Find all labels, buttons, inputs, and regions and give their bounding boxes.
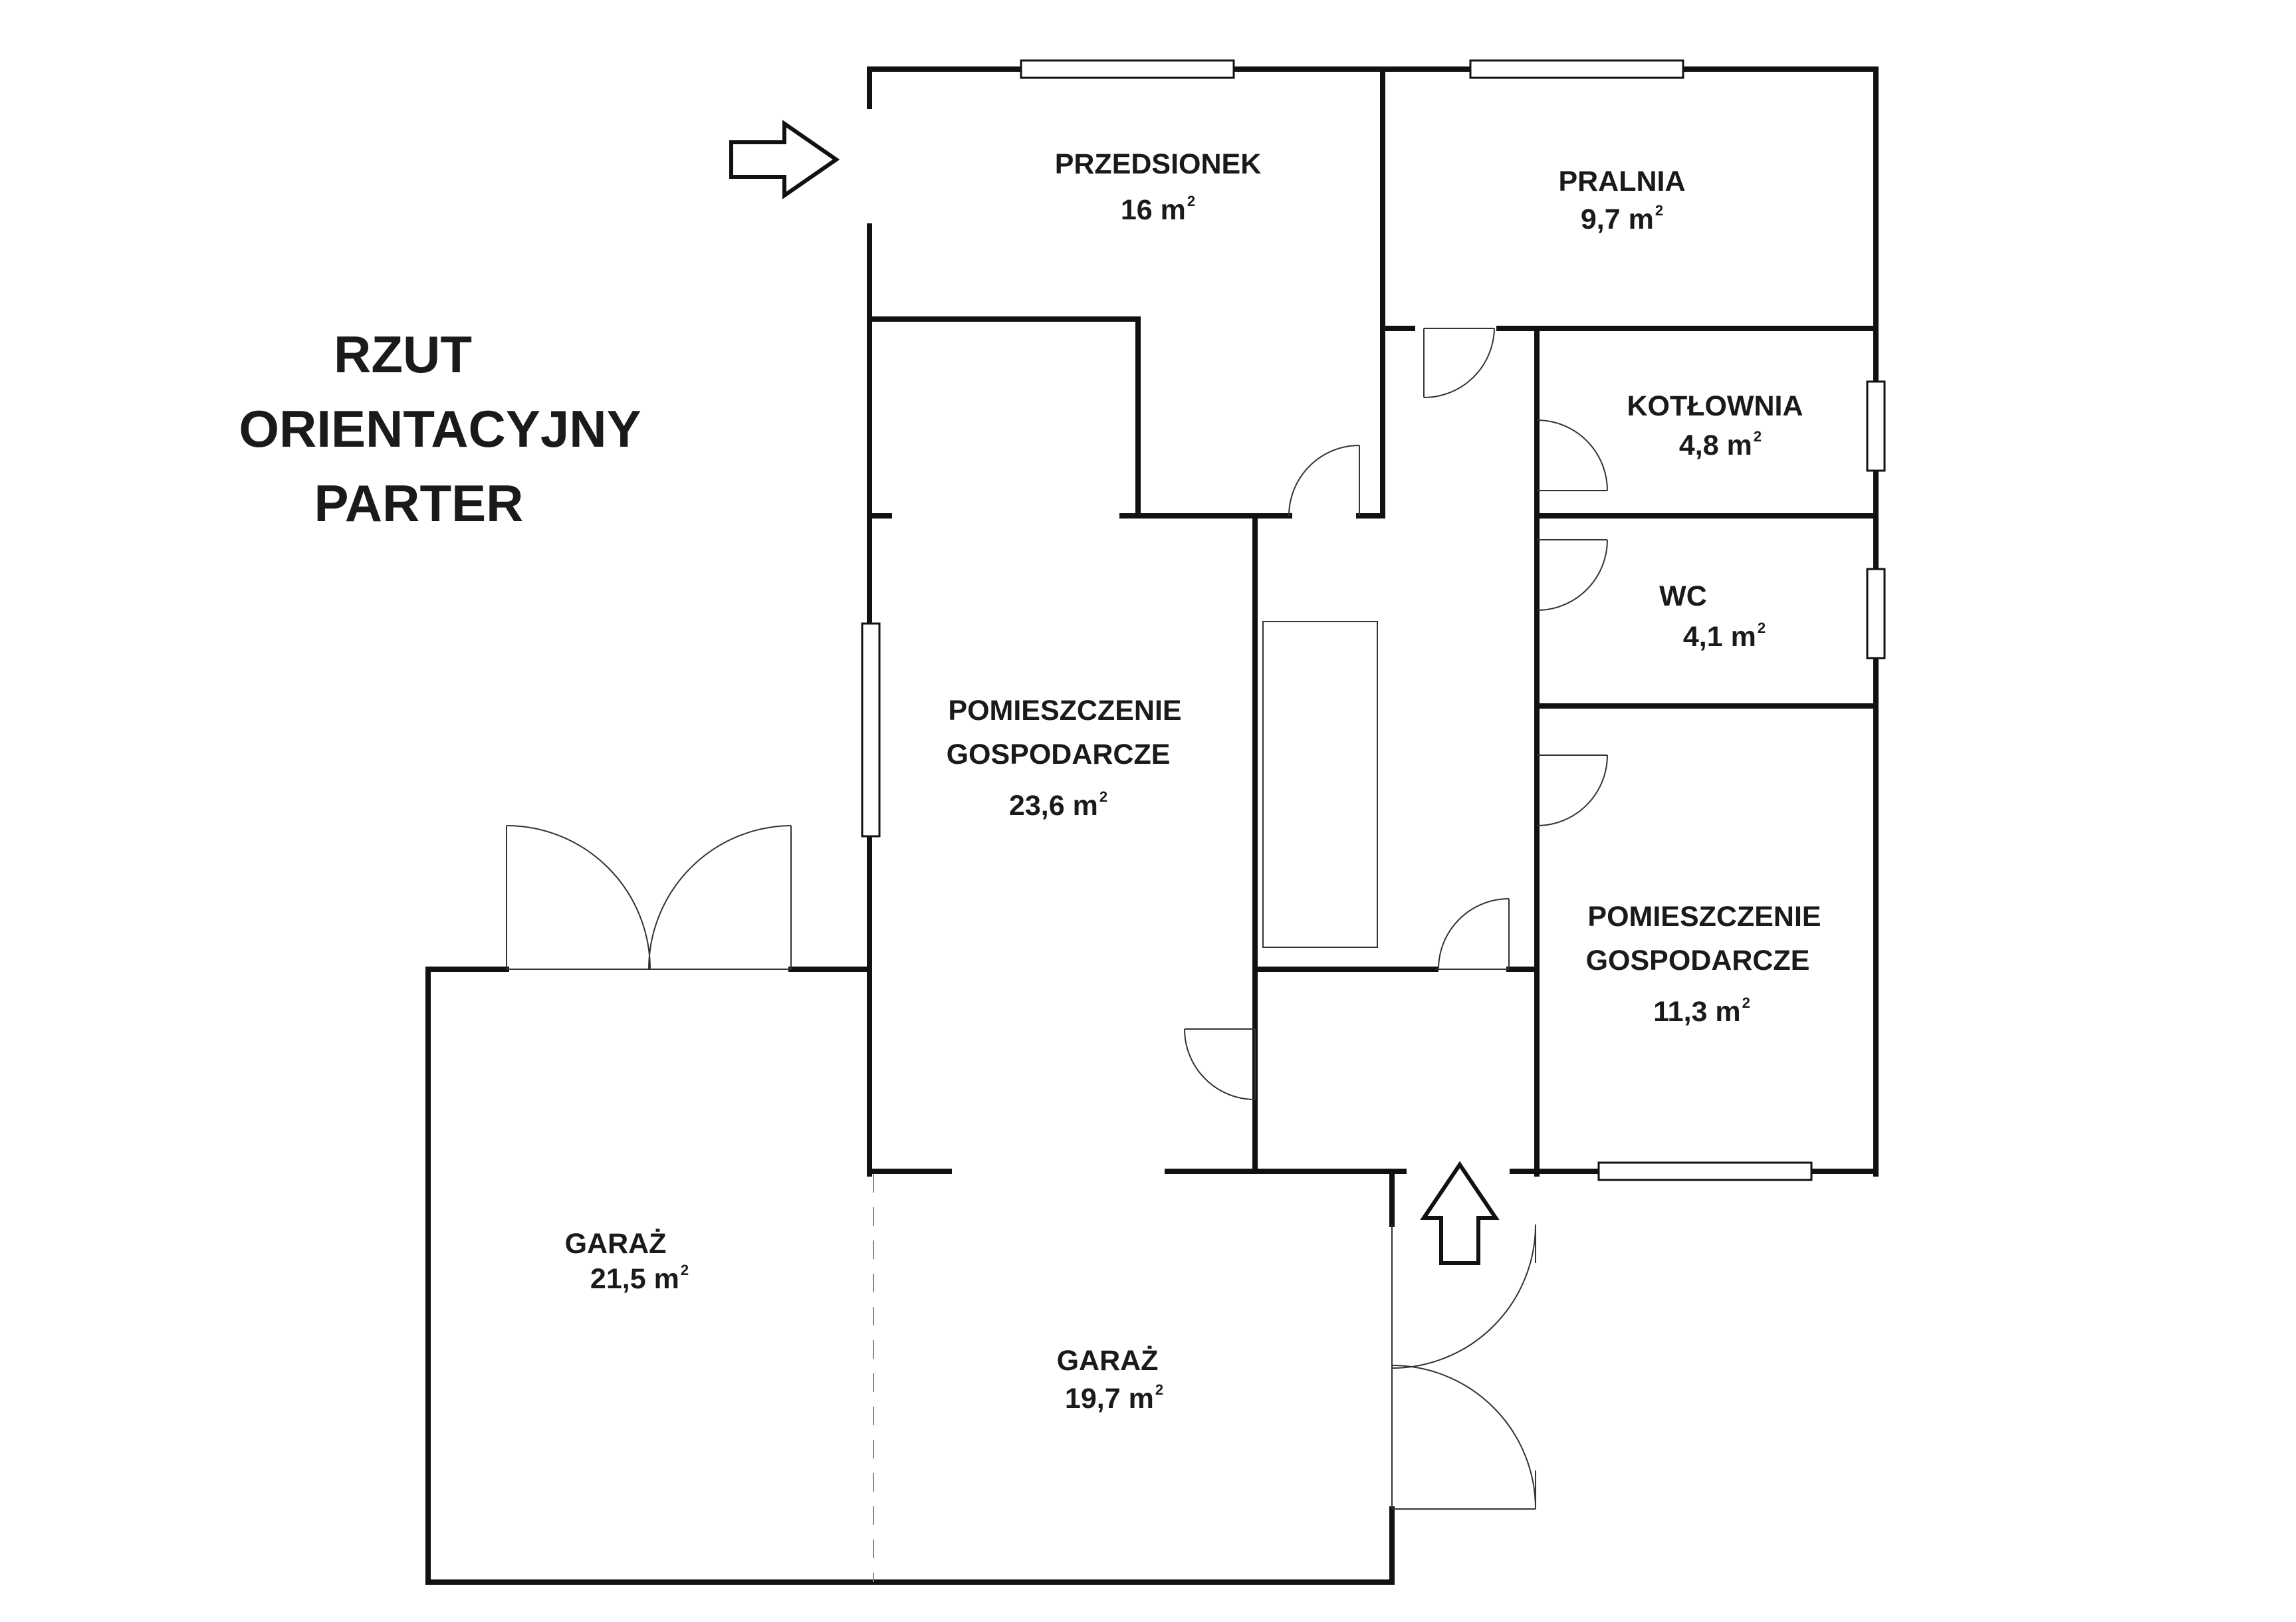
room-name-line-2: GOSPODARCZE <box>946 739 1171 770</box>
windows <box>861 59 1886 1181</box>
room-name: PRALNIA <box>1558 166 1686 197</box>
room-name: KOTŁOWNIA <box>1627 390 1803 422</box>
room-name: WC <box>1659 580 1707 612</box>
window-wc <box>1866 568 1886 659</box>
room-area: 23,6 m2 <box>1008 788 1108 822</box>
room-name-line-2: GOSPODARCZE <box>1585 945 1810 977</box>
door-garage-side <box>1391 1224 1536 1510</box>
door-wc <box>1536 539 1608 611</box>
title-line-2: ORIENTACYJNY <box>239 400 641 458</box>
door-hall-lower <box>1436 898 1510 970</box>
window-utility-large <box>861 622 881 838</box>
room-name: GARAŻ <box>1056 1345 1159 1377</box>
title-line-1: RZUT <box>334 325 472 384</box>
door-vestibule-hall <box>1288 445 1360 517</box>
window-kotlownia <box>1866 380 1886 472</box>
room-name-line-1: POMIESZCZENIE <box>948 695 1182 727</box>
room-area: 19,7 m2 <box>1064 1381 1164 1415</box>
window-vestibule <box>1020 59 1235 79</box>
window-laundry <box>1469 59 1684 79</box>
room-area: 11,3 m2 <box>1653 994 1750 1028</box>
window-utility-small <box>1597 1161 1813 1181</box>
entrance-arrow-up <box>1420 1161 1500 1265</box>
door-utility-large <box>1184 1028 1256 1100</box>
doors <box>506 328 1608 1510</box>
room-name: GARAŻ <box>564 1228 667 1260</box>
door-garage-double <box>506 825 792 970</box>
title-line-3: PARTER <box>314 474 524 532</box>
door-utility-small <box>1536 754 1608 826</box>
room-name-line-1: POMIESZCZENIE <box>1587 901 1821 933</box>
room-area: 4,1 m2 <box>1682 620 1766 653</box>
room-name: PRZEDSIONEK <box>1054 148 1262 180</box>
room-area: 21,5 m2 <box>590 1262 689 1295</box>
door-hall-top <box>1423 328 1495 398</box>
entrance-arrow-right <box>729 120 840 199</box>
room-area: 16 m2 <box>1120 193 1196 226</box>
room-area: 9,7 m2 <box>1580 202 1664 235</box>
door-kotlownia <box>1536 419 1608 491</box>
staircase <box>1262 621 1378 948</box>
room-area: 4,8 m2 <box>1678 428 1762 461</box>
